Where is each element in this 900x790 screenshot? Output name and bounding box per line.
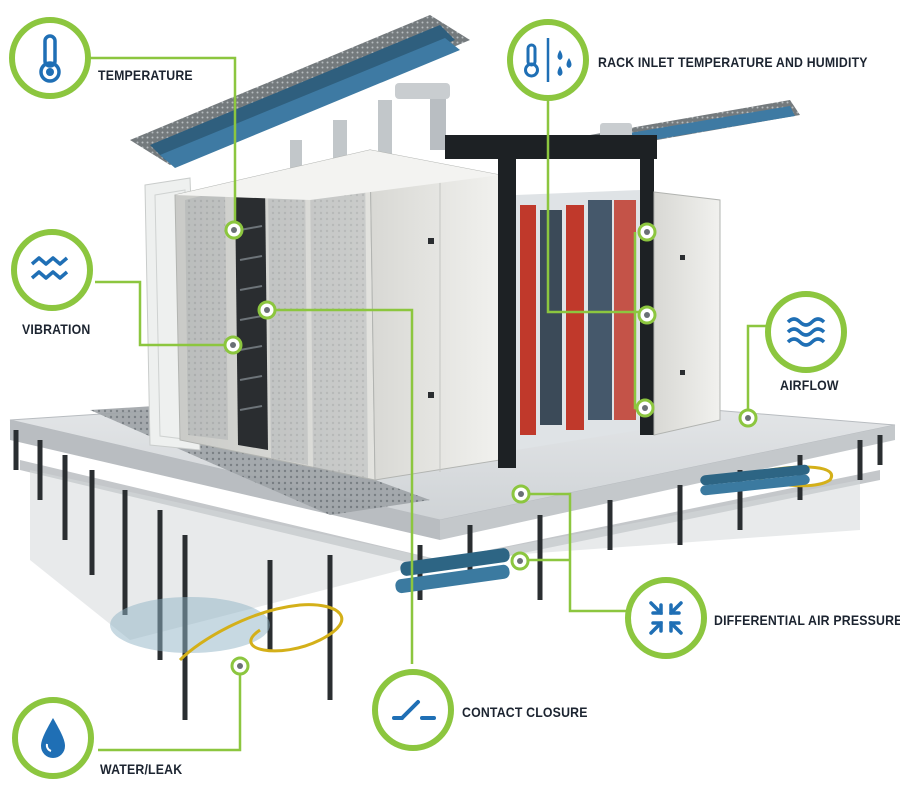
leak-detection-cable (178, 603, 344, 662)
rack-inlet-label: RACK INLET TEMPERATURE AND HUMIDITY (598, 54, 868, 70)
water-drop-icon (12, 697, 94, 779)
water-puddle (110, 597, 270, 653)
airflow-label: AIRFLOW (780, 377, 839, 393)
differential-air-pressure-label: DIFFERENTIAL AIR PRESSURE (714, 612, 900, 628)
temperature-label: TEMPERATURE (98, 67, 193, 83)
floor-pedestals (13, 430, 883, 720)
switch-icon (372, 669, 454, 751)
contact-closure-label: CONTACT CLOSURE (462, 704, 588, 720)
sensor-leader-lines (90, 56, 768, 752)
sensor-dots (223, 220, 758, 676)
underfloor-cables (395, 464, 810, 594)
thermometer-droplets-icon (507, 19, 589, 101)
arrows-inward-icon (625, 577, 707, 659)
vibration-label: VIBRATION (22, 321, 91, 337)
rack-row-left (144, 149, 501, 481)
containment-aisle (445, 135, 721, 468)
thermometer-icon (9, 17, 91, 99)
waves-icon (11, 229, 93, 311)
airflow-icon (765, 291, 847, 373)
water-leak-label: WATER/LEAK (100, 761, 183, 777)
